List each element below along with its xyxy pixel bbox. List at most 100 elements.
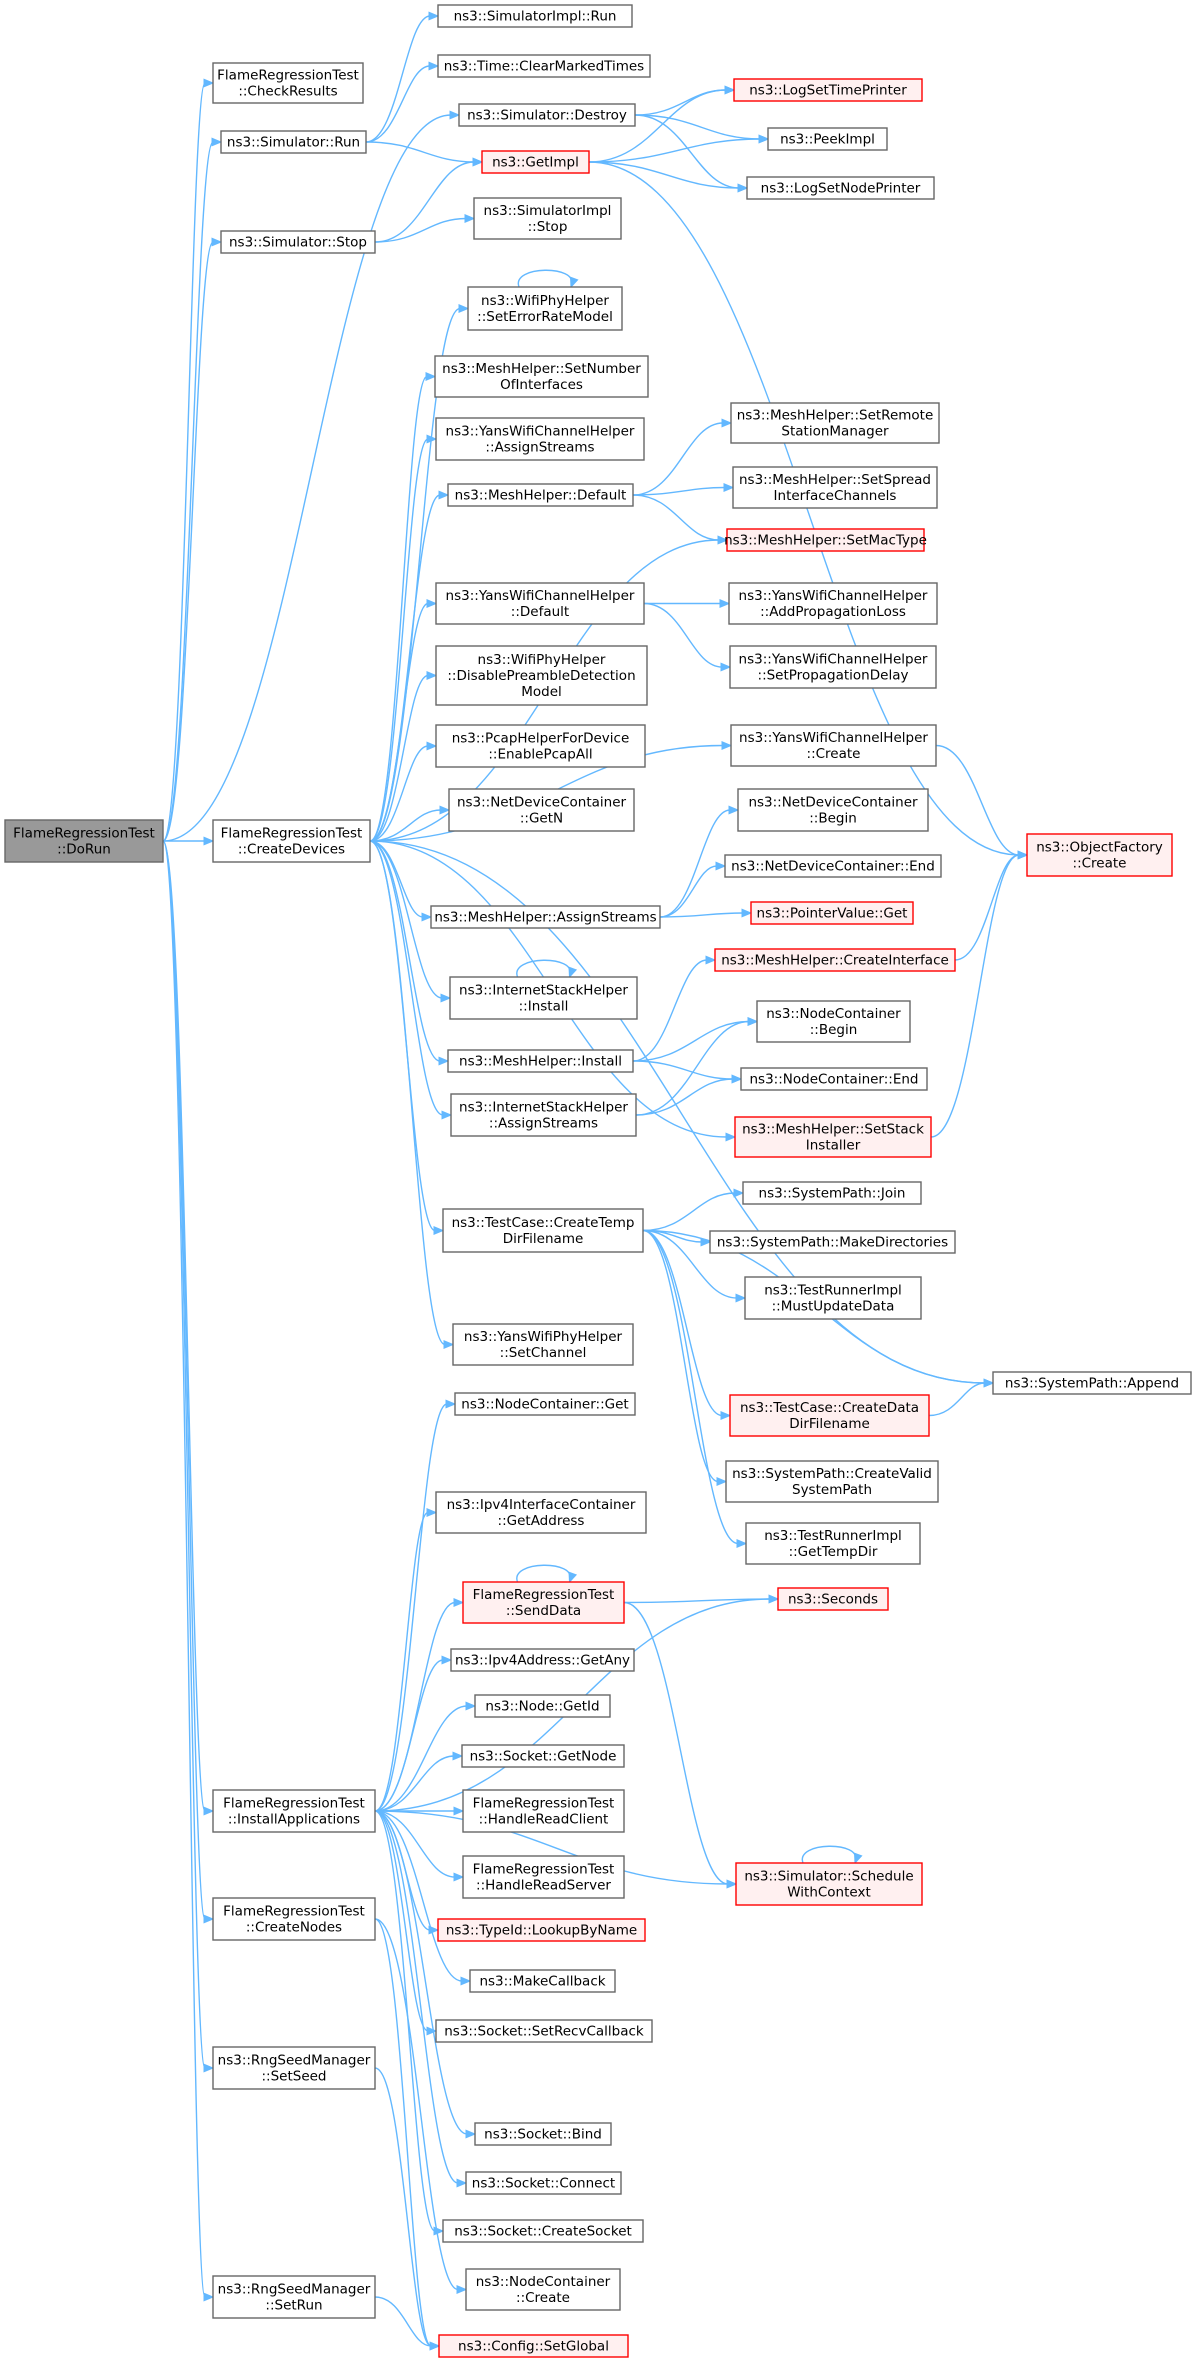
edge-arrowhead xyxy=(203,836,215,846)
node-disablepreamble[interactable]: ns3::WifiPhyHelper::DisablePreambleDetec… xyxy=(435,645,648,706)
node-createnodes[interactable]: FlameRegressionTest::CreateNodes xyxy=(212,1897,376,1941)
edge-arrowhead xyxy=(465,2129,477,2139)
node-readclient[interactable]: FlameRegressionTest::HandleReadClient xyxy=(462,1789,625,1833)
edge-arrowhead xyxy=(728,805,740,815)
edge-setrun-to-configsetglobal xyxy=(374,2296,441,2351)
node-makecallback[interactable]: ns3::MakeCallback xyxy=(469,1969,616,1993)
node-meshdefault[interactable]: ns3::MeshHelper::Default xyxy=(447,483,634,507)
node-ipv4getaddr[interactable]: ns3::Ipv4InterfaceContainer::GetAddress xyxy=(435,1491,647,1534)
node-sockgetnode[interactable]: ns3::Socket::GetNode xyxy=(461,1744,625,1768)
node-label: ::Create xyxy=(516,2290,570,2306)
edge-arrowhead xyxy=(768,1594,780,1604)
node-ndcend[interactable]: ns3::NetDeviceContainer::End xyxy=(724,854,942,878)
node-setmactype[interactable]: ns3::MeshHelper::SetMacType xyxy=(724,528,927,552)
node-label: ns3::WifiPhyHelper xyxy=(478,652,606,668)
node-box xyxy=(435,1491,647,1534)
node-logsetnode[interactable]: ns3::LogSetNodePrinter xyxy=(746,176,935,200)
node-label: ns3::PcapHelperForDevice xyxy=(452,731,630,747)
node-lookupbyname[interactable]: ns3::TypeId::LookupByName xyxy=(437,1918,646,1942)
node-installapps[interactable]: FlameRegressionTest::InstallApplications xyxy=(212,1789,376,1833)
node-ncget[interactable]: ns3::NodeContainer::Get xyxy=(454,1392,636,1416)
node-sockconnect[interactable]: ns3::Socket::Connect xyxy=(465,2171,622,2195)
edge-line xyxy=(374,217,467,243)
node-nodegetid[interactable]: ns3::Node::GetId xyxy=(474,1694,611,1718)
node-setrun[interactable]: ns3::RngSeedManager::SetRun xyxy=(212,2275,376,2319)
node-label: ns3::YansWifiChannelHelper xyxy=(739,652,928,668)
node-simdestroy[interactable]: ns3::Simulator::Destroy xyxy=(458,103,636,127)
node-box xyxy=(742,1181,922,1205)
node-pathjoin[interactable]: ns3::SystemPath::Join xyxy=(742,1181,922,1205)
node-readserver[interactable]: FlameRegressionTest::HandleReadServer xyxy=(462,1855,625,1899)
node-meshinstall[interactable]: ns3::MeshHelper::Install xyxy=(447,1049,634,1073)
node-senddata[interactable]: FlameRegressionTest::SendData xyxy=(462,1581,625,1624)
node-enablepcap[interactable]: ns3::PcapHelperForDevice::EnablePcapAll xyxy=(435,724,646,768)
edge-createdevices-to-setnumif xyxy=(369,371,437,842)
node-configsetglobal[interactable]: ns3::Config::SetGlobal xyxy=(438,2334,629,2358)
edge-line xyxy=(632,1020,750,1062)
node-ncend[interactable]: ns3::NodeContainer::End xyxy=(740,1067,928,1091)
node-box xyxy=(212,1897,376,1941)
node-seterrorrate[interactable]: ns3::WifiPhyHelper::SetErrorRateModel xyxy=(467,286,623,331)
node-simimplstop[interactable]: ns3::SimulatorImpl::Stop xyxy=(473,197,622,240)
node-addproploss[interactable]: ns3::YansWifiChannelHelper::AddPropagati… xyxy=(728,582,938,625)
node-ndcgetn[interactable]: ns3::NetDeviceContainer::GetN xyxy=(448,788,635,832)
node-label: ::SetRun xyxy=(265,2298,322,2314)
node-makedirs[interactable]: ns3::SystemPath::MakeDirectories xyxy=(709,1230,956,1254)
edge-arrowhead xyxy=(438,1056,450,1066)
node-box xyxy=(729,1394,930,1437)
node-label: ns3::TypeId::LookupByName xyxy=(446,1923,637,1939)
node-getimpl[interactable]: ns3::GetImpl xyxy=(481,150,590,174)
node-ipv4getany[interactable]: ns3::Ipv4Address::GetAny xyxy=(450,1648,635,1672)
node-createinterface[interactable]: ns3::MeshHelper::CreateInterface xyxy=(714,948,956,972)
edge-createtemp-to-pathjoin xyxy=(642,1188,745,1232)
node-inetassign[interactable]: ns3::InternetStackHelper::AssignStreams xyxy=(450,1093,637,1137)
node-simstop[interactable]: ns3::Simulator::Stop xyxy=(220,230,376,254)
node-inetinstall[interactable]: ns3::InternetStackHelper::Install xyxy=(449,976,638,1020)
node-clearmarked[interactable]: ns3::Time::ClearMarkedTimes xyxy=(437,54,651,78)
node-simrun[interactable]: ns3::Simulator::Run xyxy=(220,130,367,154)
node-yanscreate[interactable]: ns3::YansWifiChannelHelper::Create xyxy=(730,724,937,767)
node-label: ns3::PeekImpl xyxy=(780,132,875,148)
node-ndcbegin[interactable]: ns3::NetDeviceContainer::Begin xyxy=(737,788,929,832)
node-label: ns3::MeshHelper::AssignStreams xyxy=(434,910,656,926)
node-pointerget[interactable]: ns3::PointerValue::Get xyxy=(750,901,914,925)
node-nccreate[interactable]: ns3::NodeContainer::Create xyxy=(465,2268,621,2311)
edge-setstack-to-objfactory xyxy=(930,850,1029,1138)
node-sockbind[interactable]: ns3::Socket::Bind xyxy=(474,2122,612,2146)
node-checkresults[interactable]: FlameRegressionTest::CheckResults xyxy=(212,62,364,104)
node-meshassign[interactable]: ns3::MeshHelper::AssignStreams xyxy=(430,905,661,929)
node-box xyxy=(437,1918,646,1942)
node-logsettime[interactable]: ns3::LogSetTimePrinter xyxy=(733,78,923,102)
edge-line xyxy=(374,1810,729,1885)
node-setspread[interactable]: ns3::MeshHelper::SetSpreadInterfaceChann… xyxy=(732,466,938,509)
node-yansdefault[interactable]: ns3::YansWifiChannelHelper::Default xyxy=(435,582,645,625)
node-peekimpl[interactable]: ns3::PeekImpl xyxy=(767,127,888,151)
node-yansassign[interactable]: ns3::YansWifiChannelHelper::AssignStream… xyxy=(435,417,645,461)
node-box xyxy=(220,130,367,154)
node-setseed[interactable]: ns3::RngSeedManager::SetSeed xyxy=(212,2046,376,2090)
node-createdevices[interactable]: FlameRegressionTest::CreateDevices xyxy=(212,819,371,863)
node-createsocket[interactable]: ns3::Socket::CreateSocket xyxy=(442,2219,644,2243)
node-seconds[interactable]: ns3::Seconds xyxy=(777,1587,889,1611)
node-yanssetchannel[interactable]: ns3::YansWifiPhyHelper::SetChannel xyxy=(452,1323,634,1366)
node-simimplrun[interactable]: ns3::SimulatorImpl::Run xyxy=(437,4,633,28)
node-dorun[interactable]: FlameRegressionTest::DoRun xyxy=(4,819,164,863)
node-mustupdate[interactable]: ns3::TestRunnerImpl::MustUpdateData xyxy=(744,1276,922,1320)
node-setrecvcb[interactable]: ns3::Socket::SetRecvCallback xyxy=(435,2019,653,2043)
edge-line xyxy=(374,1403,448,1812)
node-pathappend[interactable]: ns3::SystemPath::Append xyxy=(992,1371,1192,1395)
node-ncbegin[interactable]: ns3::NodeContainer::Begin xyxy=(756,1000,911,1043)
node-box xyxy=(435,2019,653,2043)
node-setpropdelay[interactable]: ns3::YansWifiChannelHelper::SetPropagati… xyxy=(729,645,937,689)
node-gettempdir[interactable]: ns3::TestRunnerImpl::GetTempDir xyxy=(745,1522,921,1565)
edge-line xyxy=(162,840,206,2069)
node-label: ns3::ObjectFactory xyxy=(1036,840,1163,856)
node-objfactory[interactable]: ns3::ObjectFactory::Create xyxy=(1026,833,1173,877)
